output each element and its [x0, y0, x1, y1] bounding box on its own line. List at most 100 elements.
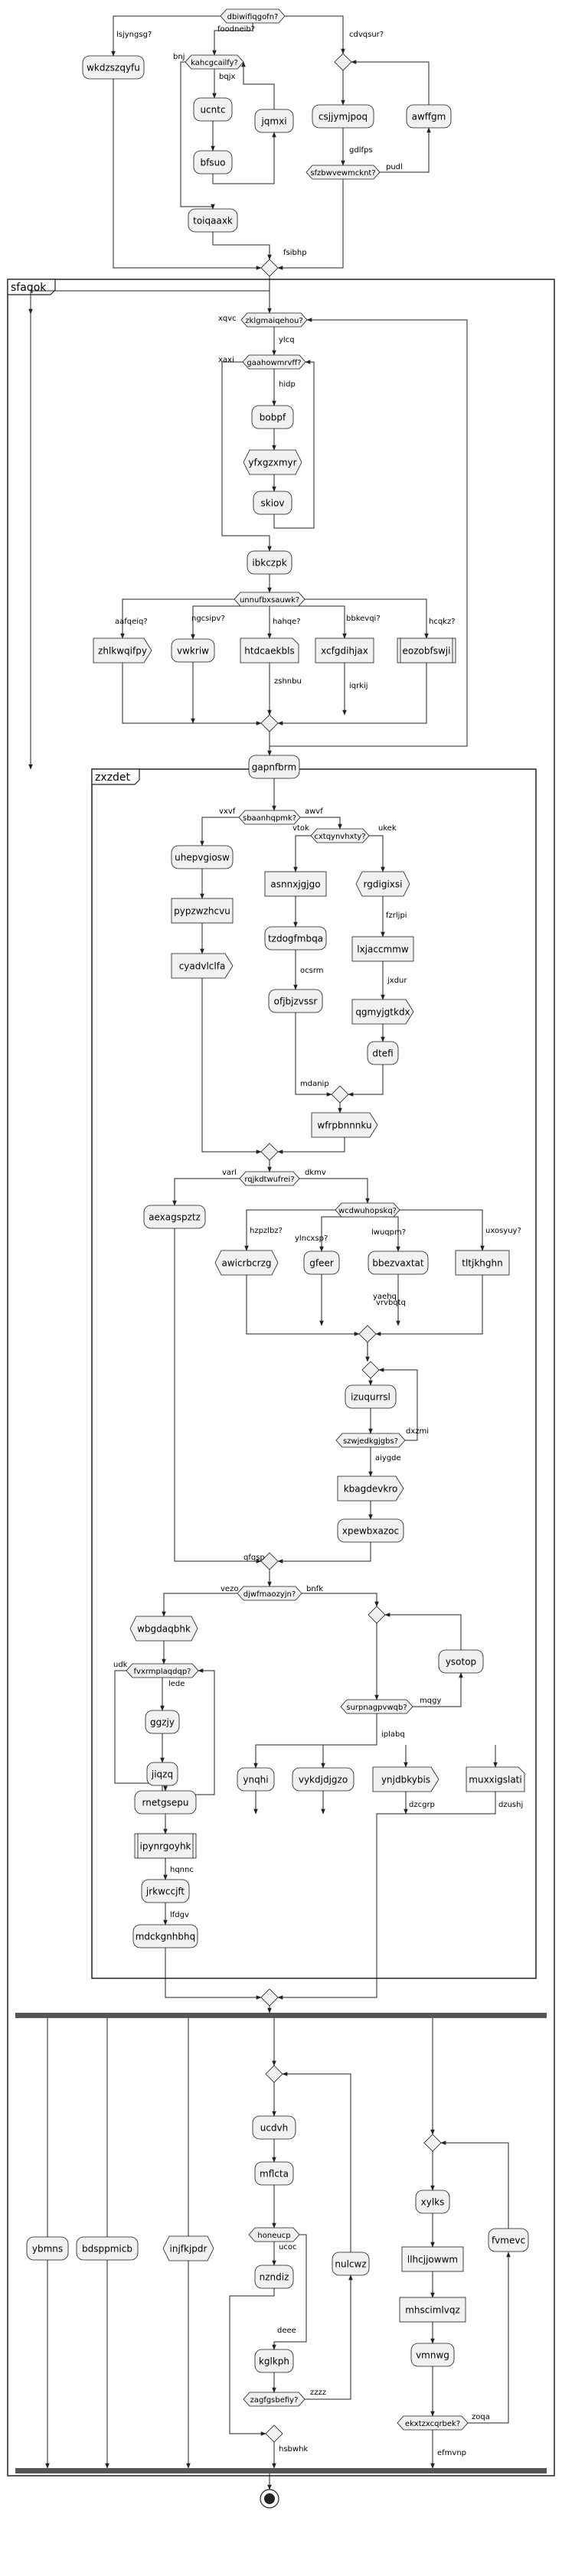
edge-label-dzushj: dzushj: [498, 1801, 523, 1809]
activity-xylks: xylks: [421, 2197, 445, 2208]
condition-wcdwuhopskq-shape: [335, 1202, 400, 1218]
merge-8-diamond: [260, 1552, 279, 1570]
activity-wfrpbnnnku: wfrpbnnnku: [317, 1120, 371, 1131]
edge-label-mqgy: mqgy: [420, 1697, 441, 1705]
edge-73: [174, 1228, 262, 1564]
edge-7: [241, 61, 275, 109]
activity-wkdzszqyfu-shape: [82, 55, 145, 80]
edge-26: [191, 605, 245, 640]
activity-llhcjjowwm: llhcjjowwm: [407, 2255, 458, 2265]
condition-unnufbxsauwk-shape: [234, 592, 306, 607]
edge-61: [400, 1209, 485, 1251]
condition-ekxtzxcqrbek: ekxtzxcqrbek?: [405, 2420, 460, 2428]
edge-96: [165, 1948, 262, 2000]
edge-label-vezo: vezo: [221, 1585, 238, 1593]
edge-label-ukek: ukek: [378, 824, 397, 833]
condition-gaahowmrvff: gaahowmrvff?: [247, 359, 301, 367]
activity-htdcaekbls-shape: [240, 637, 299, 664]
edge-72: [277, 1542, 371, 1564]
condition-fvxrmplaqdqp: fvxrmplaqdqp?: [134, 1668, 191, 1676]
edge-83: [413, 1672, 463, 1707]
activity-tltjkhghn-shape: [455, 1250, 510, 1276]
activity-xpewbxazoc: xpewbxazoc: [342, 1526, 399, 1537]
activity-tltjkhghn: tltjkhghn: [462, 1258, 502, 1269]
activity-jiqzq-shape: [146, 1762, 178, 1786]
activity-ucdvh: ucdvh: [260, 2123, 289, 2134]
activity-csjjymjpoq-shape: [312, 104, 374, 129]
activity-kglkph-shape: [254, 2349, 294, 2373]
edge-label-uxosyuy: uxosyuy?: [485, 1227, 521, 1235]
activity-wkdzszqyfu: wkdzszqyfu: [87, 63, 140, 73]
edge-label-lede: lede: [168, 1680, 185, 1688]
edge-85: [253, 1714, 377, 1769]
activity-ibkczpk: ibkczpk: [252, 558, 286, 569]
edge-label-lsjyngsg: lsjyngsg?: [116, 31, 152, 39]
edge-label-bbkevqi: bbkevqi?: [346, 615, 381, 623]
edge-label-iplabq: iplabq: [381, 1730, 405, 1739]
edge-label-yaehq: yaehq: [373, 1293, 397, 1301]
activity-aexagspztz: aexagspztz: [149, 1212, 201, 1223]
edge-label-vtok: vtok: [292, 824, 309, 833]
edge-label-dzcgrp: dzcgrp: [409, 1801, 435, 1809]
activity-aexagspztz-shape: [143, 1205, 206, 1229]
activity-mdckgnhbhq-shape: [132, 1924, 198, 1948]
activity-tzdogfmbqa: tzdogfmbqa: [268, 934, 323, 944]
edge-43: [201, 978, 262, 1154]
activity-ynqhi: ynqhi: [243, 1775, 268, 1785]
edge-label-jxdur: jxdur: [387, 977, 407, 985]
end-node-dot: [264, 2493, 275, 2504]
edge-label-pudl: pudl: [386, 163, 403, 171]
condition-honeucp-shape: [248, 2227, 300, 2242]
activity-lxjaccmmw-shape: [351, 936, 414, 962]
merge-12-diamond: [423, 2134, 442, 2152]
edge-119: [440, 2141, 509, 2229]
activity-rgdigixsi-shape: [355, 871, 410, 897]
merge-7-diamond: [361, 1361, 380, 1379]
condition-djwfmaozyjn-shape: [237, 1586, 302, 1601]
condition-zklgmaiqehou-shape: [240, 312, 308, 328]
activity-wbgdaqbhk: wbgdaqbhk: [137, 1624, 191, 1635]
activity-ggzjy: ggzjy: [150, 1717, 175, 1728]
condition-fvxrmplaqdqp-shape: [126, 1663, 199, 1678]
activity-mflcta: mflcta: [260, 2169, 289, 2180]
merge-4-diamond: [331, 1085, 349, 1104]
activity-nulcwz-shape: [332, 2252, 370, 2276]
activity-ofjbjzvssr: ofjbjzvssr: [274, 996, 318, 1007]
activity-nulcwz: nulcwz: [335, 2259, 366, 2270]
edge-17: [28, 276, 270, 315]
activity-xcfgdihjax: xcfgdihjax: [321, 646, 368, 657]
activity-kbagdevkro: kbagdevkro: [344, 1484, 398, 1495]
activity-lxjaccmmw: lxjaccmmw: [357, 944, 409, 955]
activity-cyadvlclfa: cyadvlclfa: [179, 961, 226, 972]
activity-awffgm-shape: [406, 104, 452, 129]
condition-szwjedkgjgbs-shape: [335, 1433, 406, 1448]
edge-25: [120, 598, 234, 639]
edge-label-xqvc: xqvc: [218, 315, 237, 323]
edge-label-vxvf: vxvf: [219, 807, 236, 816]
merge-1-diamond: [334, 53, 352, 71]
condition-sfzbwvewmcknt: sfzbwvewmcknt?: [310, 169, 375, 178]
edge-105: [272, 2234, 307, 2350]
edge-48: [369, 835, 385, 872]
edge-54: [277, 1137, 345, 1154]
activity-ynqhi-shape: [237, 1767, 275, 1792]
edge-label-varl: varl: [222, 1169, 237, 1177]
activity-ybmns: ybmns: [32, 2244, 63, 2255]
edge-label-cdvqsur: cdvqsur?: [349, 31, 384, 39]
condition-ekxtzxcqrbek-shape: [397, 2415, 469, 2431]
activity-fvmevc-shape: [488, 2228, 529, 2252]
edge-107: [229, 2288, 275, 2436]
edge-109: [305, 2274, 353, 2400]
condition-sbaanhqpmk-shape: [238, 810, 301, 825]
activity-rnetgsepu: rnetgsepu: [142, 1798, 189, 1808]
edge-3: [285, 15, 345, 54]
activity-bfsuo: bfsuo: [200, 158, 225, 168]
activity-fvmevc: fvmevc: [492, 2235, 525, 2246]
edge-40: [300, 817, 342, 830]
activity-awicrbcrzg: awicrbcrzg: [221, 1258, 271, 1269]
edge-label-ylncxsp: ylncxsp?: [295, 1234, 328, 1243]
activity-wbgdaqbhk-shape: [129, 1616, 198, 1642]
condition-gaahowmrvff-shape: [242, 354, 306, 370]
edge-label-bnj: bnj: [173, 53, 185, 61]
condition-cxtqynvhxty: cxtqynvhxty?: [314, 833, 365, 841]
